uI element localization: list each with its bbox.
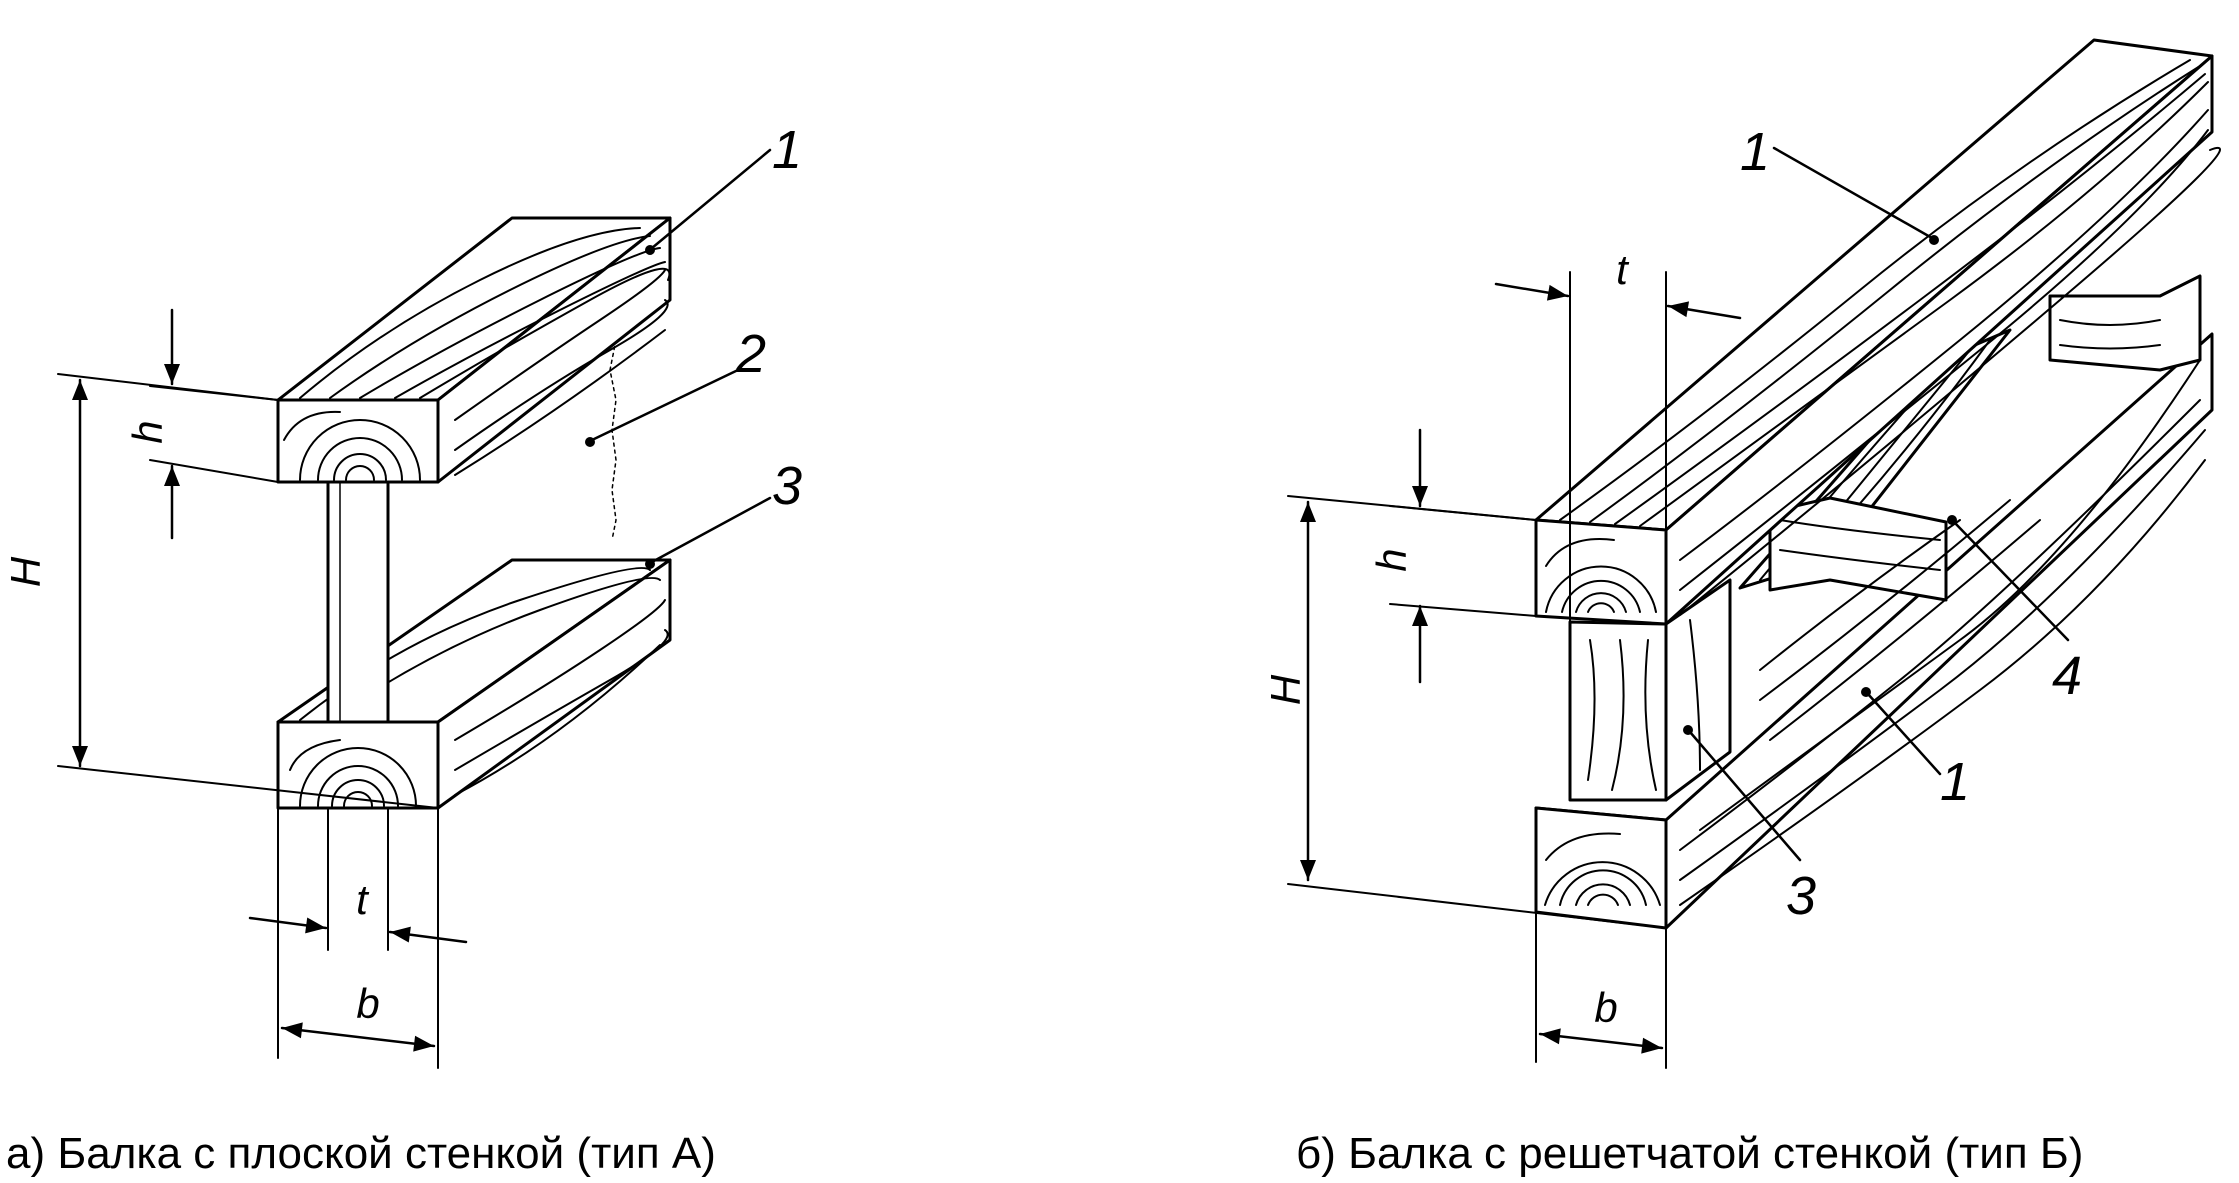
- leader-3-a: [650, 496, 772, 564]
- leader-1-a: [650, 148, 772, 250]
- leader-dot-2-a: [585, 437, 595, 447]
- callout-3-b: 3: [1786, 866, 1816, 926]
- callout-4-b: 4: [2052, 646, 2082, 706]
- diagram-type-b: 1 1 3 4 H h t b б) Балка с решетчатой ст…: [1262, 38, 2221, 1178]
- callout-2-a: 2: [735, 324, 766, 384]
- dim-label-H-a: H: [2, 556, 49, 587]
- dim-label-t-b: t: [1616, 246, 1630, 293]
- leader-dot-1-a: [645, 245, 655, 255]
- dim-label-h-a: h: [124, 420, 171, 443]
- dim-label-h-b: h: [1368, 548, 1415, 571]
- leader-dot-3-a: [645, 559, 655, 569]
- diagram-type-a: 1 2 3 H h t b а) Балка с плоской стенкой…: [2, 120, 802, 1178]
- callout-3-a: 3: [772, 456, 802, 516]
- lattice-web-b: [1568, 274, 2202, 802]
- callout-1-bottom-b: 1: [1940, 752, 1970, 812]
- top-chord-b: [1534, 38, 2221, 626]
- dim-label-H-b: H: [1262, 674, 1309, 705]
- bottom-chord-b: [1534, 332, 2214, 930]
- callout-1-top-b: 1: [1740, 122, 1770, 182]
- leader-2-a: [590, 368, 740, 442]
- dim-label-b-a: b: [356, 980, 379, 1027]
- callout-1-a: 1: [772, 120, 802, 180]
- dim-label-b-b: b: [1594, 984, 1617, 1031]
- top-flange-a: [276, 216, 672, 484]
- dim-label-t-a: t: [356, 876, 370, 923]
- caption-b: б) Балка с решетчатой стенкой (тип Б): [1296, 1129, 2083, 1178]
- caption-a: а) Балка с плоской стенкой (тип А): [6, 1129, 716, 1178]
